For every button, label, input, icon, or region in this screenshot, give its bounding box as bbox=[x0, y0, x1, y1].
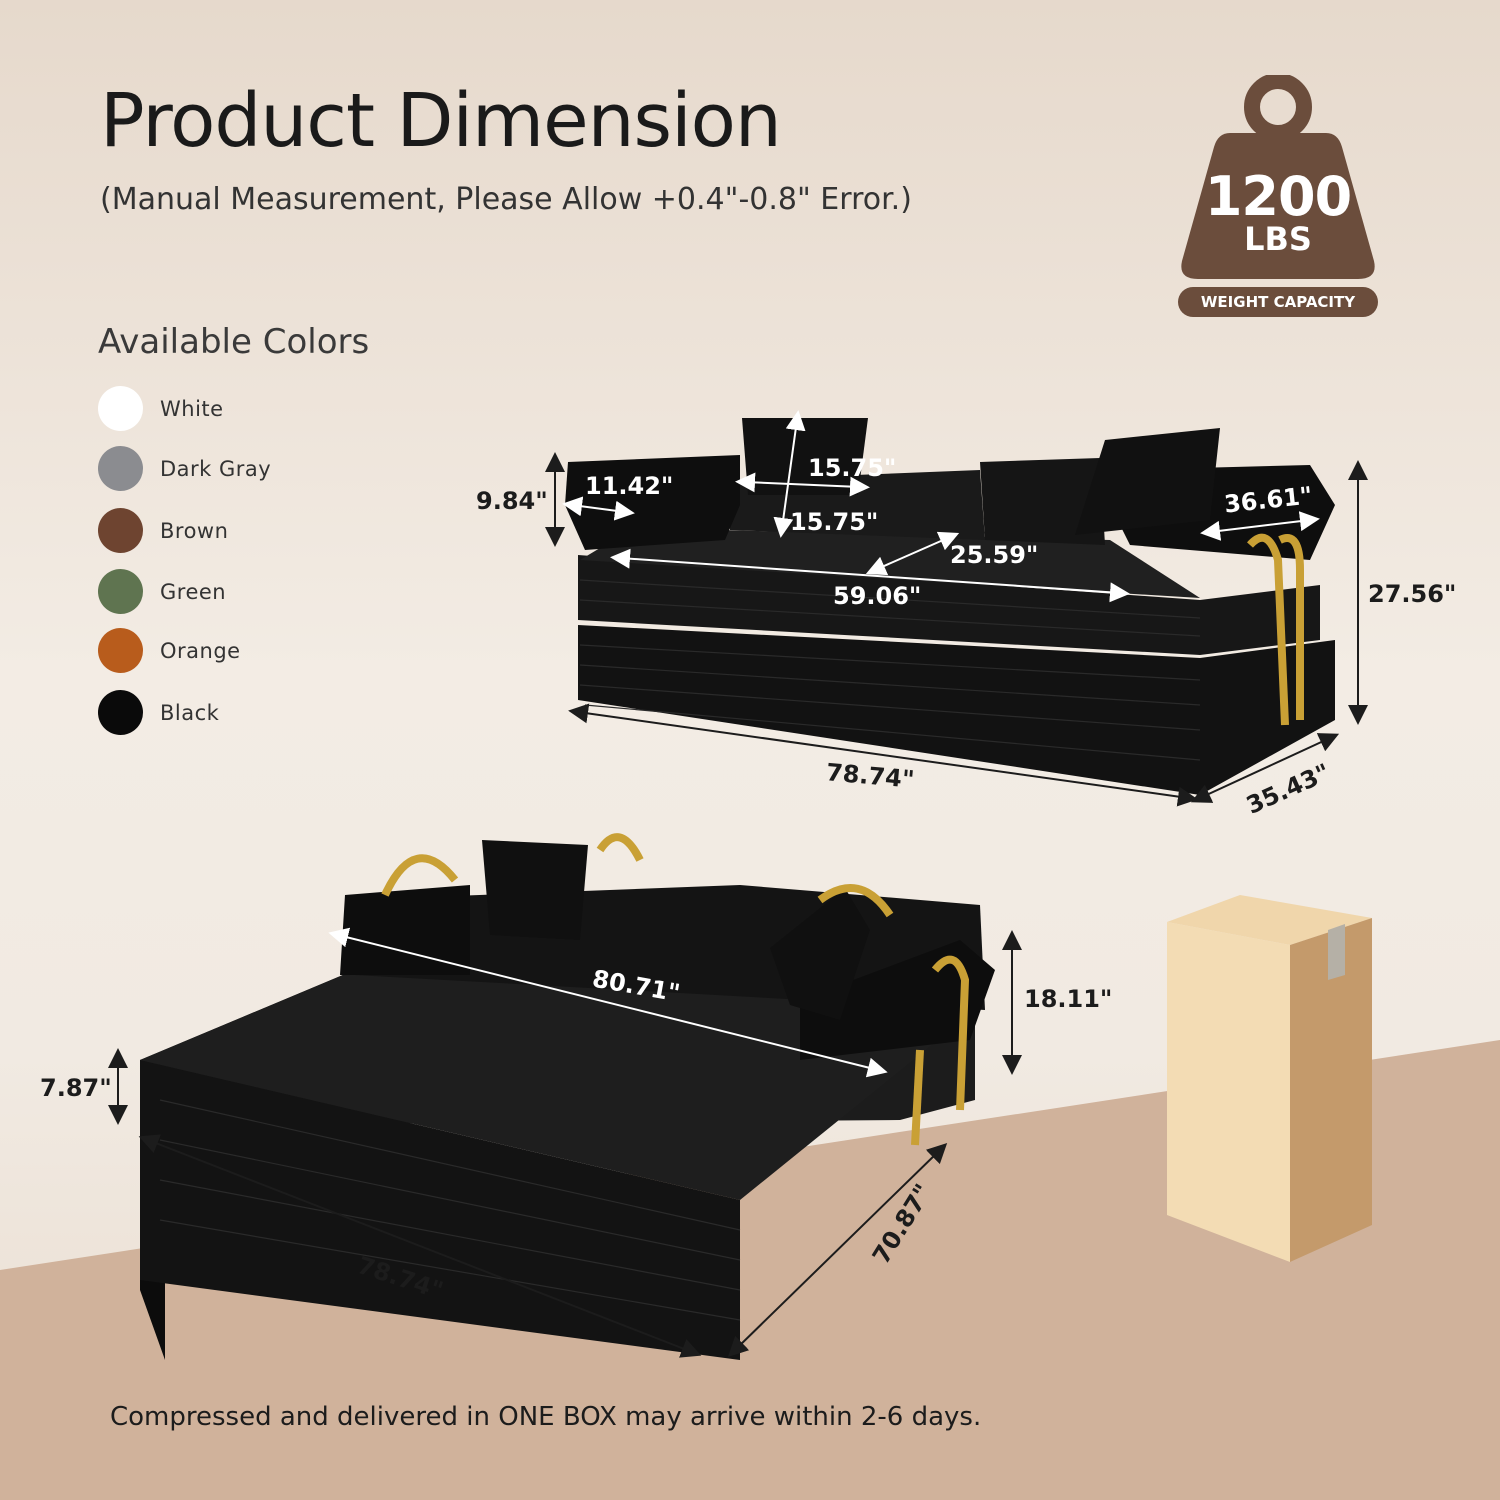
weight-icon bbox=[1181, 75, 1375, 279]
dim-seat-depth: 25.59" bbox=[950, 541, 1039, 569]
weight-value: 1200 bbox=[1204, 165, 1352, 228]
color-option-green: Green bbox=[98, 569, 226, 614]
color-option-white: White bbox=[98, 386, 224, 431]
color-swatch bbox=[98, 508, 143, 553]
color-swatch bbox=[98, 446, 143, 491]
color-label: Black bbox=[160, 700, 220, 725]
color-label: White bbox=[160, 396, 224, 421]
dim-back-height: 18.11" bbox=[1024, 985, 1113, 1013]
color-option-orange: Orange bbox=[98, 628, 241, 673]
color-label: Orange bbox=[160, 638, 241, 663]
color-option-dark-gray: Dark Gray bbox=[98, 446, 271, 491]
delivery-note: Compressed and delivered in ONE BOX may … bbox=[110, 1402, 982, 1432]
color-option-brown: Brown bbox=[98, 508, 228, 553]
dim-seat-width: 59.06" bbox=[833, 582, 922, 610]
dim-mattress-height: 7.87" bbox=[40, 1074, 112, 1102]
weight-capacity-badge: 1200 LBS WEIGHT CAPACITY bbox=[1178, 75, 1378, 320]
dim-arm-depth: 11.42" bbox=[585, 472, 674, 500]
weight-unit: LBS bbox=[1244, 220, 1312, 258]
dim-total-height: 27.56" bbox=[1368, 580, 1457, 608]
colors-title: Available Colors bbox=[98, 322, 370, 362]
weight-capacity-label: WEIGHT CAPACITY bbox=[1178, 287, 1378, 317]
dim-arm-height: 9.84" bbox=[476, 487, 548, 515]
dim-pillow-height: 15.75" bbox=[790, 508, 879, 536]
color-label: Brown bbox=[160, 518, 229, 543]
color-label: Dark Gray bbox=[160, 456, 272, 481]
color-option-black: Black bbox=[98, 690, 219, 735]
page-title: Product Dimension bbox=[100, 78, 782, 164]
color-label: Green bbox=[160, 579, 227, 604]
page-subtitle: (Manual Measurement, Please Allow +0.4"-… bbox=[100, 182, 912, 217]
color-swatch bbox=[98, 628, 143, 673]
color-swatch bbox=[98, 690, 143, 735]
color-swatch bbox=[98, 386, 143, 431]
color-swatch bbox=[98, 569, 143, 614]
dim-pillow-width: 15.75" bbox=[808, 454, 897, 482]
